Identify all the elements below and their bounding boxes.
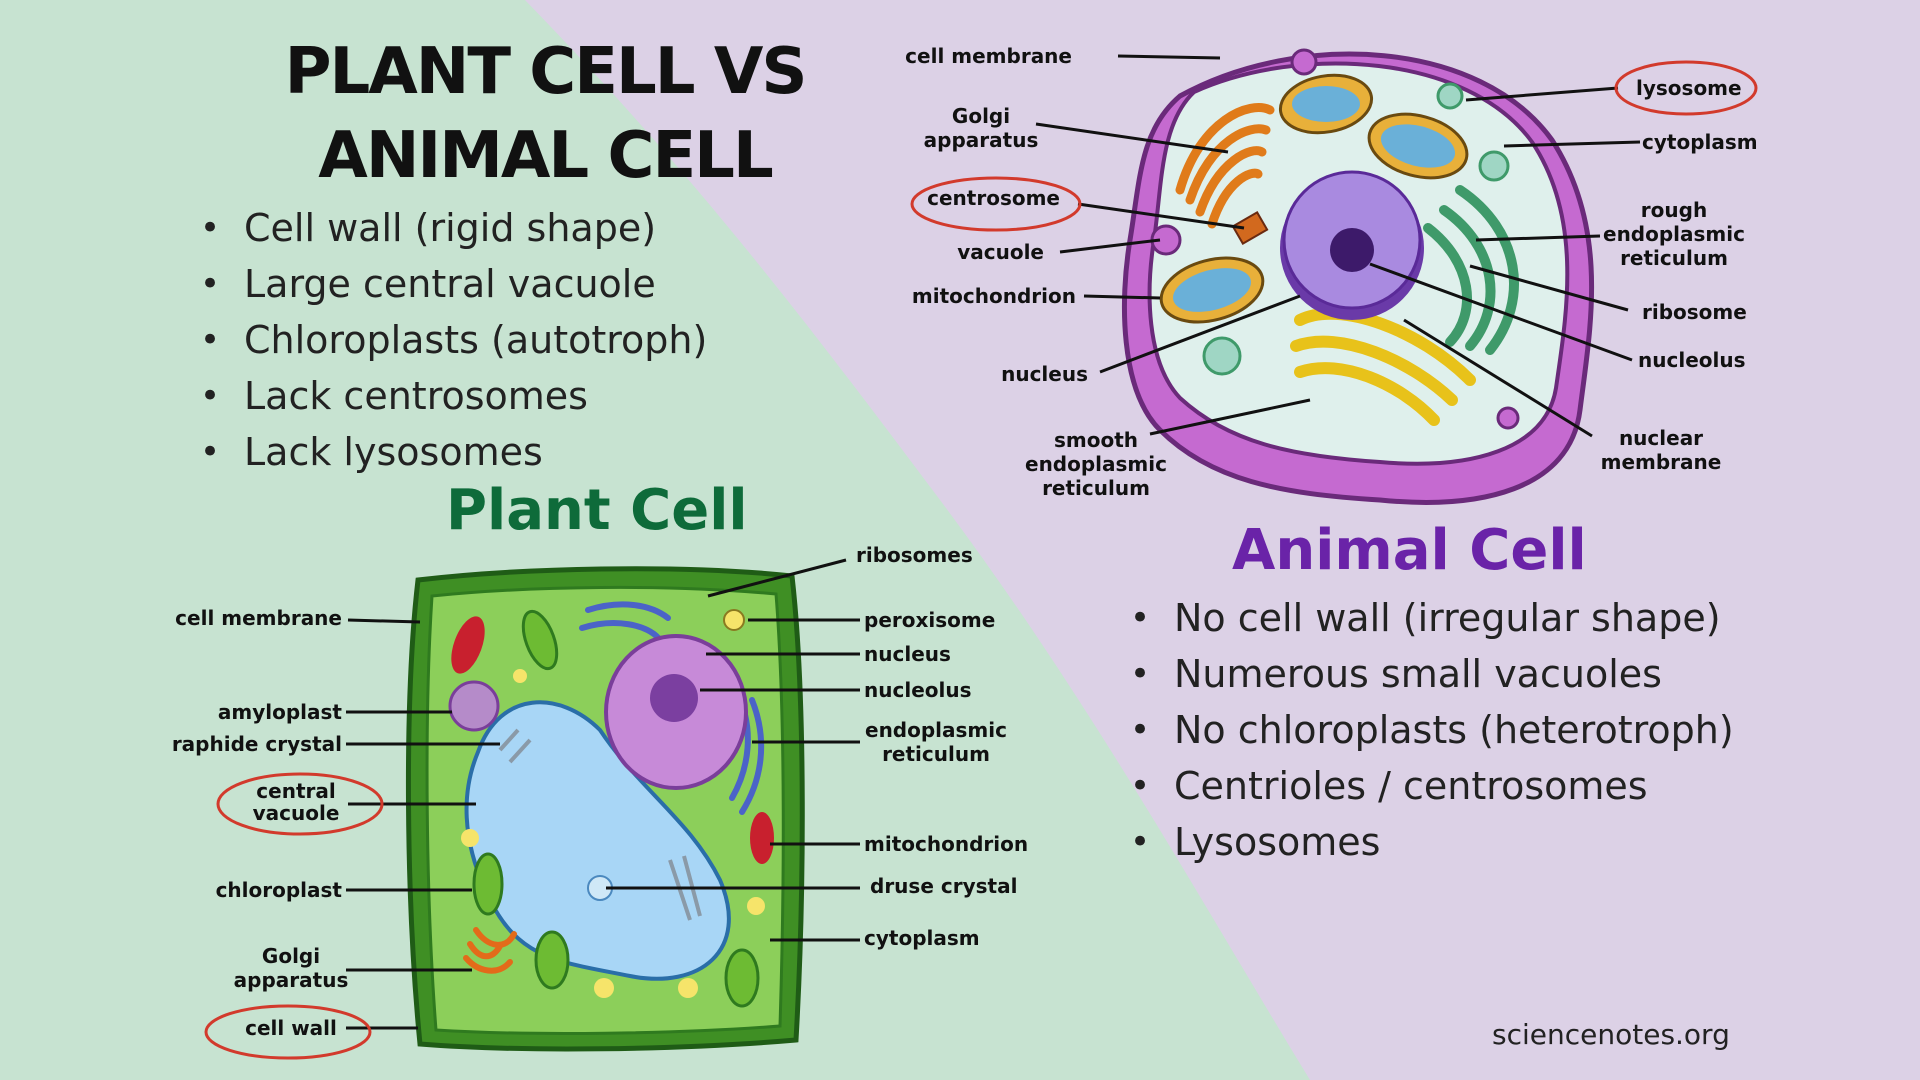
plant-trait: Lack centrosomes — [200, 368, 707, 424]
label-central-vacuole-line-2: vacuole — [252, 801, 340, 825]
label-animal-golgi-line-1: Golgi — [951, 104, 1011, 128]
plant-trait: Chloroplasts (autotroph) — [200, 312, 707, 368]
animal-trait: No cell wall (irregular shape) — [1130, 590, 1734, 646]
label-rough-er-line-2: endoplasmic — [1603, 222, 1745, 246]
label-plant-er: endoplasmic reticulum — [856, 718, 1016, 766]
label-plant-golgi: Golgi apparatus — [226, 944, 356, 992]
label-animal-mitochondrion: mitochondrion — [911, 284, 1076, 308]
plant-trait: Cell wall (rigid shape) — [200, 200, 707, 256]
label-smooth-er: smooth endoplasmic reticulum — [1016, 428, 1176, 500]
animal-trait: Centrioles / centrosomes — [1130, 758, 1734, 814]
label-plant-nucleus: nucleus — [864, 642, 951, 666]
label-nuclear-membrane: nuclear membrane — [1586, 426, 1736, 474]
label-smooth-er-line-1: smooth — [1053, 428, 1139, 452]
label-chloroplast: chloroplast — [215, 878, 342, 902]
animal-trait: Numerous small vacuoles — [1130, 646, 1734, 702]
plant-cell-heading: Plant Cell — [446, 478, 748, 543]
label-rough-er-line-3: reticulum — [1620, 246, 1728, 270]
label-animal-nucleus: nucleus — [1001, 362, 1088, 386]
label-animal-cytoplasm: cytoplasm — [1642, 130, 1758, 154]
label-smooth-er-line-2: endoplasmic — [1025, 452, 1167, 476]
label-animal-nucleolus: nucleolus — [1638, 348, 1746, 372]
label-peroxisome: peroxisome — [864, 608, 996, 632]
plant-trait: Lack lysosomes — [200, 424, 707, 480]
label-cell-wall: cell wall — [245, 1016, 337, 1040]
label-rough-er: rough endoplasmic reticulum — [1594, 198, 1754, 270]
label-plant-golgi-line-2: apparatus — [233, 968, 349, 992]
source-credit: sciencenotes.org — [1492, 1018, 1730, 1051]
label-central-vacuole-line-1: central — [256, 779, 336, 803]
title-line-2: ANIMAL CELL — [318, 119, 773, 193]
label-animal-cell-membrane: cell membrane — [905, 44, 1072, 68]
label-central-vacuole: central vacuole — [236, 780, 356, 824]
label-plant-er-line-1: endoplasmic — [865, 718, 1007, 742]
page-title: PLANT CELL VS ANIMAL CELL — [265, 30, 825, 198]
label-plant-golgi-line-1: Golgi — [261, 944, 321, 968]
plant-traits-list: Cell wall (rigid shape) Large central va… — [200, 200, 707, 480]
label-plant-cell-membrane: cell membrane — [175, 606, 342, 630]
label-plant-mitochondrion: mitochondrion — [864, 832, 1029, 856]
label-plant-cytoplasm: cytoplasm — [864, 926, 980, 950]
label-animal-golgi-line-2: apparatus — [923, 128, 1039, 152]
plant-trait: Large central vacuole — [200, 256, 707, 312]
label-druse-crystal: druse crystal — [870, 874, 1018, 898]
title-line-1: PLANT CELL VS — [284, 35, 808, 109]
label-rough-er-line-1: rough — [1640, 198, 1708, 222]
label-raphide-crystal: raphide crystal — [171, 732, 342, 756]
label-vacuole: vacuole — [957, 240, 1044, 264]
label-centrosome: centrosome — [927, 186, 1060, 210]
label-plant-nucleolus: nucleolus — [864, 678, 972, 702]
label-ribosome: ribosome — [1642, 300, 1747, 324]
label-nuclear-membrane-line-1: nuclear — [1618, 426, 1704, 450]
animal-trait: No chloroplasts (heterotroph) — [1130, 702, 1734, 758]
label-smooth-er-line-3: reticulum — [1042, 476, 1150, 500]
label-ribosomes: ribosomes — [856, 543, 973, 567]
label-amyloplast: amyloplast — [217, 700, 342, 724]
animal-trait: Lysosomes — [1130, 814, 1734, 870]
animal-traits-list: No cell wall (irregular shape) Numerous … — [1130, 590, 1734, 870]
label-lysosome: lysosome — [1636, 76, 1742, 100]
label-plant-er-line-2: reticulum — [882, 742, 990, 766]
label-animal-golgi: Golgi apparatus — [916, 104, 1046, 152]
label-nuclear-membrane-line-2: membrane — [1600, 450, 1722, 474]
animal-cell-heading: Animal Cell — [1232, 518, 1587, 583]
